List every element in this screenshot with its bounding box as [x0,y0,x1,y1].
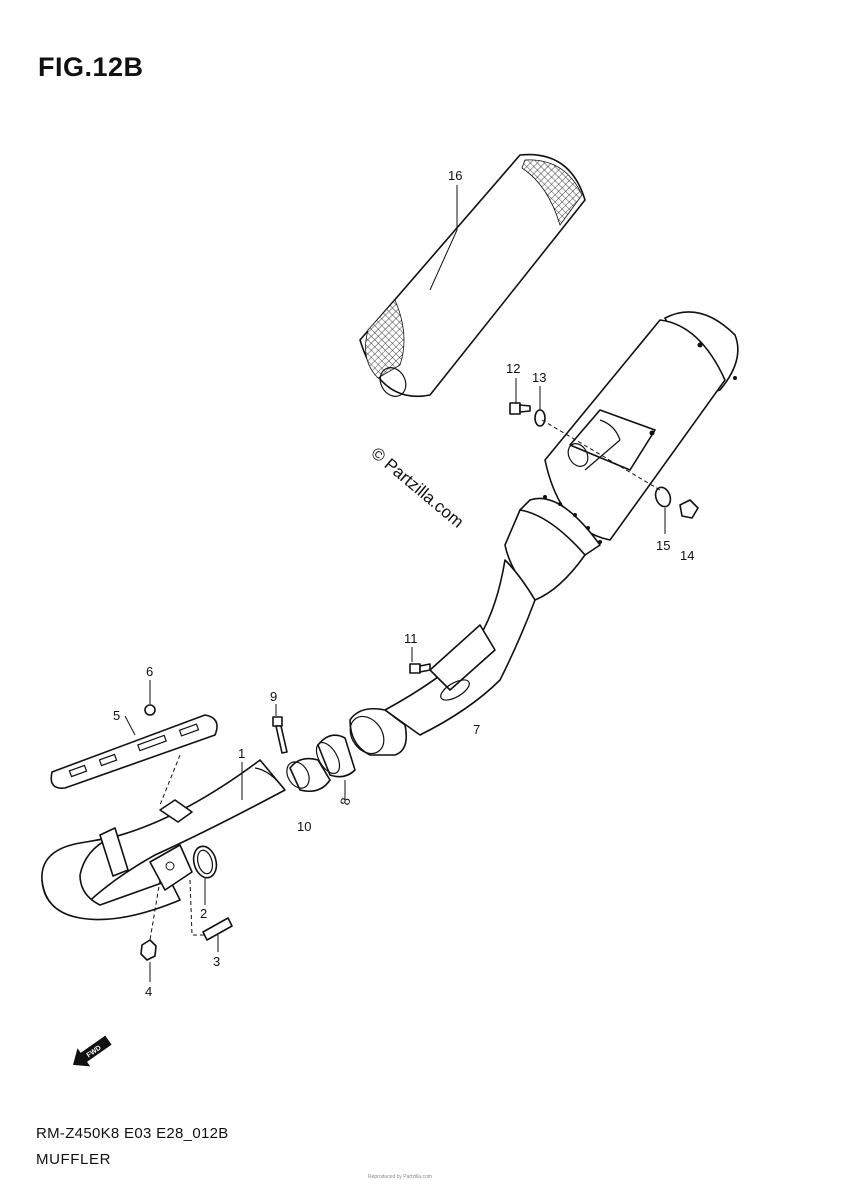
part-6-bolt [144,704,156,716]
part-11-bolt [409,663,431,674]
callout-14: 14 [680,548,694,563]
part-14-cap [679,499,699,519]
leader-lines [124,185,666,982]
callout-15: 15 [656,538,670,553]
callout-3: 3 [213,954,220,969]
part-3-stud [202,917,233,941]
callout-1: 1 [238,746,245,761]
callout-13: 13 [532,370,546,385]
part-15-collar [654,486,672,508]
callout-2: 2 [200,906,207,921]
figure-code: RM-Z450K8 E03 E28_012B [36,1125,229,1142]
copyright-fine-print: Reproduced by Partzilla.com [368,1174,432,1180]
watermark-text: © Partzilla.com [367,444,467,532]
callout-9: 9 [270,689,277,704]
part-12-bolt [509,402,531,415]
callout-10: 10 [297,819,311,834]
part-13-washer [534,409,546,427]
fwd-arrow-icon: FWD [72,1035,112,1067]
callout-4: 4 [145,984,152,999]
part-8-clamp [315,734,356,778]
callout-16: 16 [448,168,462,183]
part-1-exhaust-pipe [41,759,286,921]
callout-6: 6 [146,664,153,679]
callout-11: 11 [404,631,418,646]
part-9-bolt [272,716,288,754]
fwd-label: FWD [86,1045,103,1060]
part-4-nut [140,939,157,961]
part-2-gasket [192,845,218,879]
part-7-muffler [349,311,739,756]
figure-name: MUFFLER [36,1151,112,1168]
callout-8: 8 [337,797,353,807]
callout-7: 7 [473,722,480,737]
callout-5: 5 [113,708,120,723]
part-16-cover [359,153,586,397]
figure-title: FIG.12B [38,52,144,82]
part-10-gasket [286,757,331,793]
part-5-heat-guard [50,714,218,789]
callout-12: 12 [506,361,520,376]
